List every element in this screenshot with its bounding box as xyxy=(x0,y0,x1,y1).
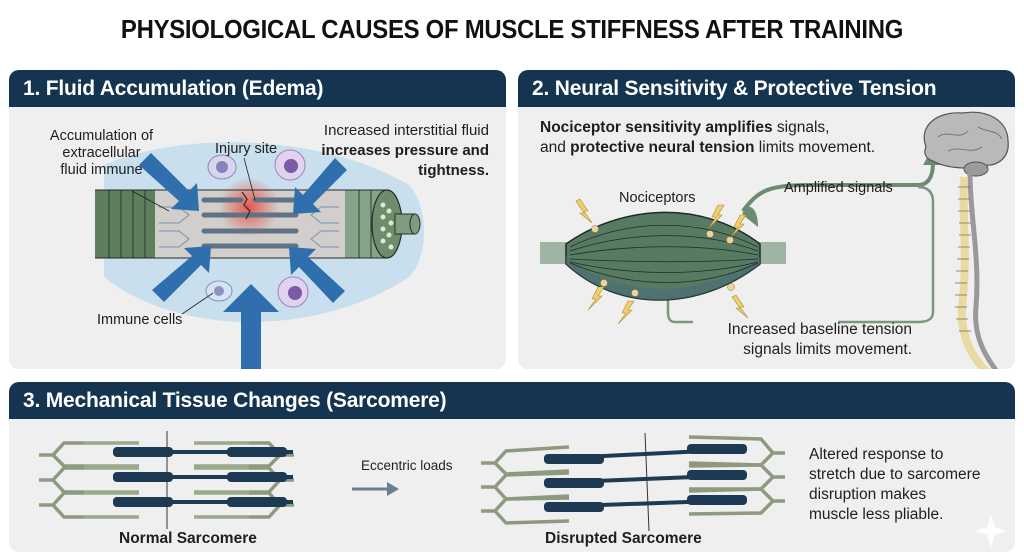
sarcomere-illustration xyxy=(39,431,1007,547)
desc-normal: signals, xyxy=(772,119,830,136)
desc-bold: protective neural tension xyxy=(570,139,755,156)
label-normal-sarcomere: Normal Sarcomere xyxy=(119,530,257,547)
pressure-arrow-icon xyxy=(289,247,345,303)
lightning-bolt-icon xyxy=(575,198,593,224)
desc-normal: limits movement. xyxy=(754,139,876,156)
neural-illustration xyxy=(540,111,1009,369)
panel-header: 3. Mechanical Tissue Changes (Sarcomere) xyxy=(9,382,1015,419)
desc-normal: and xyxy=(540,139,571,156)
label-line: extracellular xyxy=(62,145,141,161)
immune-cell xyxy=(274,149,306,181)
lightning-bolt-icon xyxy=(729,214,747,239)
immune-cell xyxy=(207,154,237,180)
pressure-arrow-icon xyxy=(152,246,211,302)
myosin-filaments xyxy=(113,447,293,507)
desc-line: tightness. xyxy=(418,162,489,179)
z-discs xyxy=(39,441,294,519)
panel-header: 2. Neural Sensitivity & Protective Tensi… xyxy=(518,70,1015,107)
nociceptor-dots xyxy=(591,225,735,297)
desc-bold: Nociceptor sensitivity amplifies xyxy=(540,119,773,136)
baseline-tension-path xyxy=(838,185,935,324)
label-line: signals limits movement. xyxy=(743,341,912,358)
panel-header: 1. Fluid Accumulation (Edema) xyxy=(9,70,506,107)
pressure-arrows xyxy=(139,153,347,369)
label-nociceptors: Nociceptors xyxy=(619,190,696,206)
pressure-arrow-icon xyxy=(139,153,199,211)
panel-mechanical-changes: 3. Mechanical Tissue Changes (Sarcomere) xyxy=(9,382,1015,552)
immune-cell xyxy=(205,280,233,302)
spine-icon xyxy=(955,172,999,369)
desc-line: Nociceptor sensitivity amplifies signals… xyxy=(540,118,875,138)
myofibrils xyxy=(201,197,299,249)
label-eccentric-loads: Eccentric loads xyxy=(361,458,453,473)
lightning-bolt-icon xyxy=(617,300,635,325)
neural-description: Nociceptor sensitivity amplifies signals… xyxy=(540,118,875,158)
panel-fluid-accumulation: 1. Fluid Accumulation (Edema) xyxy=(9,70,506,369)
muscle-fiber-left xyxy=(95,190,155,258)
edema-description: Increased interstitial fluid increases p… xyxy=(279,121,489,181)
page-title: PHYSIOLOGICAL CAUSES OF MUSCLE STIFFNESS… xyxy=(120,14,904,44)
eccentric-load-arrow-icon xyxy=(352,482,399,496)
label-line: fluid immune xyxy=(60,162,143,178)
label-baseline-tension: Increased baseline tension signals limit… xyxy=(698,320,912,360)
desc-line: Increased interstitial fluid xyxy=(323,122,489,139)
sparkle-icon xyxy=(975,514,1007,547)
injury-glow xyxy=(219,177,279,237)
label-amplified-signals: Amplified signals xyxy=(784,180,893,196)
desc-line: and protective neural tension limits mov… xyxy=(540,138,875,158)
desc-line: disruption makes xyxy=(809,486,927,503)
lightning-bolt-icon xyxy=(707,204,725,230)
brain-icon xyxy=(923,111,1009,177)
desc-line: Altered response to xyxy=(809,446,944,463)
pressure-arrow-icon xyxy=(223,284,279,369)
label-line: Increased baseline tension xyxy=(727,321,912,338)
actin-filaments xyxy=(84,441,249,519)
mechanical-description: Altered response to stretch due to sarco… xyxy=(809,445,980,525)
tendon-left xyxy=(540,242,570,264)
lightning-bolt-icon xyxy=(587,286,605,311)
immune-cell xyxy=(277,276,309,308)
desc-line: muscle less pliable. xyxy=(809,506,944,523)
label-disrupted-sarcomere: Disrupted Sarcomere xyxy=(545,530,702,547)
normal-sarcomere xyxy=(39,431,294,529)
label-accumulation: Accumulation of extracellular fluid immu… xyxy=(34,128,169,179)
label-injury-site: Injury site xyxy=(215,141,278,157)
lightning-bolt-icon xyxy=(731,294,749,319)
disrupted-sarcomere xyxy=(481,432,785,532)
tendon-right xyxy=(756,242,786,264)
label-line: Accumulation of xyxy=(49,128,154,144)
pressure-arrow-icon xyxy=(293,158,347,214)
desc-line: increases pressure and xyxy=(321,142,489,159)
label-immune-cells: Immune cells xyxy=(97,312,183,328)
edema-illustration xyxy=(95,142,424,369)
desc-line: stretch due to sarcomere xyxy=(809,466,981,483)
panel-neural-sensitivity: 2. Neural Sensitivity & Protective Tensi… xyxy=(518,70,1015,369)
injury-crack xyxy=(241,191,251,220)
amplified-signal-path xyxy=(741,162,935,213)
